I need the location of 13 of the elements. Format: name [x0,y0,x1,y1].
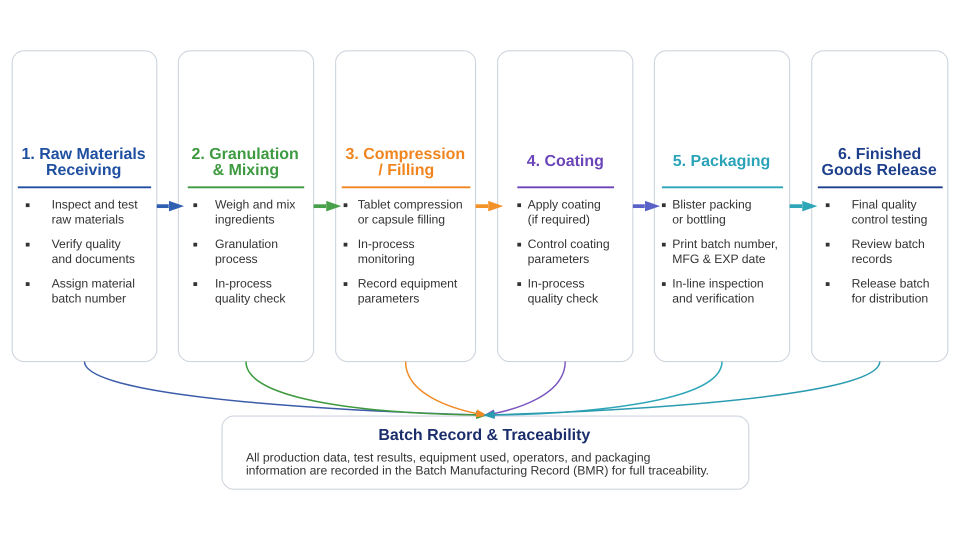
node-box: 4. Coating Apply coating (if required) Control coating parameters In-process quality check [497,50,634,362]
node-box: 2. Granulation & Mixing Weigh and mix ingredients Granulation process In-process quality check [178,50,314,362]
arrow [632,200,660,212]
arrow [790,200,818,212]
arrow [476,200,504,212]
arrow [404,361,488,418]
node-box: 5. Packaging Blister packing or bottling Print batch number, MFG & EXP date In-line inspection and verification [654,50,790,362]
node-box: 6. Finished Goods Release Final quality control testing Review batch records Release batch for distribution [811,50,948,362]
node-box: 3. Compression / Filling Tablet compression or capsule filling In-process monitoring Record equipment parameters [335,50,476,362]
arrow [314,200,342,212]
node-box: 1. Raw Materials Receiving Inspect and test raw materials Verify quality and documents Assign material batch number [12,50,158,362]
node-box: Batch Record & Traceability All production data, test results, equipment used, operators, and packaging information are recorded in the Batch Manufacturing Record (BMR) for full traceability. [221,415,750,490]
arrow [156,200,184,212]
